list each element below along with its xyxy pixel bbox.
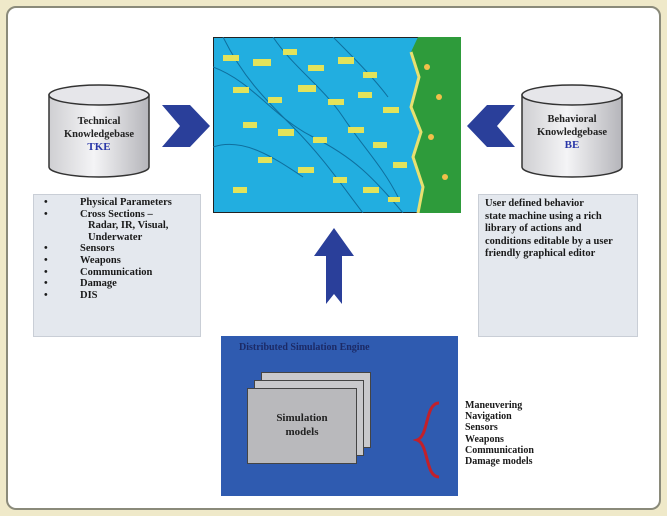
list-item: Weapons [465, 433, 504, 445]
brace-icon [413, 401, 440, 479]
be-title-line2: Knowledgebase [536, 127, 607, 138]
engine-title: Distributed Simulation Engine [239, 342, 370, 353]
be-description: User defined behavior state machine usin… [479, 195, 637, 261]
model-card-front: Simulation models [247, 388, 357, 464]
list-item: Maneuvering [465, 400, 523, 411]
database-icon [521, 84, 623, 178]
be-title-line1: Behavioral [547, 114, 597, 125]
be-description-line: friendly graphical editor [485, 248, 596, 260]
list-item: •Cross Sections – [44, 208, 153, 220]
list-item: Radar, IR, Visual, [88, 220, 169, 232]
simulation-engine-panel: Distributed Simulation Engine Simulation… [221, 336, 458, 496]
database-icon [48, 84, 150, 178]
be-description-line: library of actions and [485, 223, 582, 235]
list-item: •Damage [44, 278, 117, 290]
list-item: •DIS [44, 289, 98, 301]
be-description-line: state machine using a rich [485, 210, 602, 222]
card-label-line1: Simulation [276, 412, 328, 424]
tke-cylinder: Technical Knowledgebase TKE [47, 83, 151, 179]
tke-abbr: TKE [87, 141, 111, 153]
be-to-map-arrow [467, 105, 515, 147]
be-description-line: User defined behavior [485, 198, 584, 209]
tke-to-map-arrow [162, 105, 210, 147]
list-item: •Sensors [44, 243, 115, 255]
list-item: •Physical Parameters [44, 197, 172, 208]
list-item: •Communication [44, 266, 153, 278]
be-description-line: conditions editable by a user [485, 235, 613, 247]
list-item: Navigation [465, 411, 512, 423]
tke-title-line1: Technical [77, 116, 121, 127]
list-item: Sensors [465, 422, 498, 434]
list-item: Communication [465, 444, 534, 456]
list-item: Underwater [88, 231, 143, 243]
be-description-box: User defined behavior state machine usin… [478, 194, 638, 337]
list-item: Damage models [465, 456, 533, 468]
list-item: •Weapons [44, 254, 121, 266]
be-cylinder: Behavioral Knowledgebase BE [520, 83, 624, 179]
tactical-map [213, 37, 461, 213]
tke-parameters-box: •Physical Parameters •Cross Sections – R… [33, 194, 201, 337]
tke-title-line2: Knowledgebase [63, 129, 134, 140]
engine-to-map-arrow [314, 228, 354, 304]
tke-parameters-list: •Physical Parameters •Cross Sections – R… [34, 195, 200, 301]
card-label-line2: models [285, 426, 319, 438]
models-list: Maneuvering Navigation Sensors Weapons C… [465, 400, 534, 467]
be-abbr: BE [564, 139, 580, 151]
